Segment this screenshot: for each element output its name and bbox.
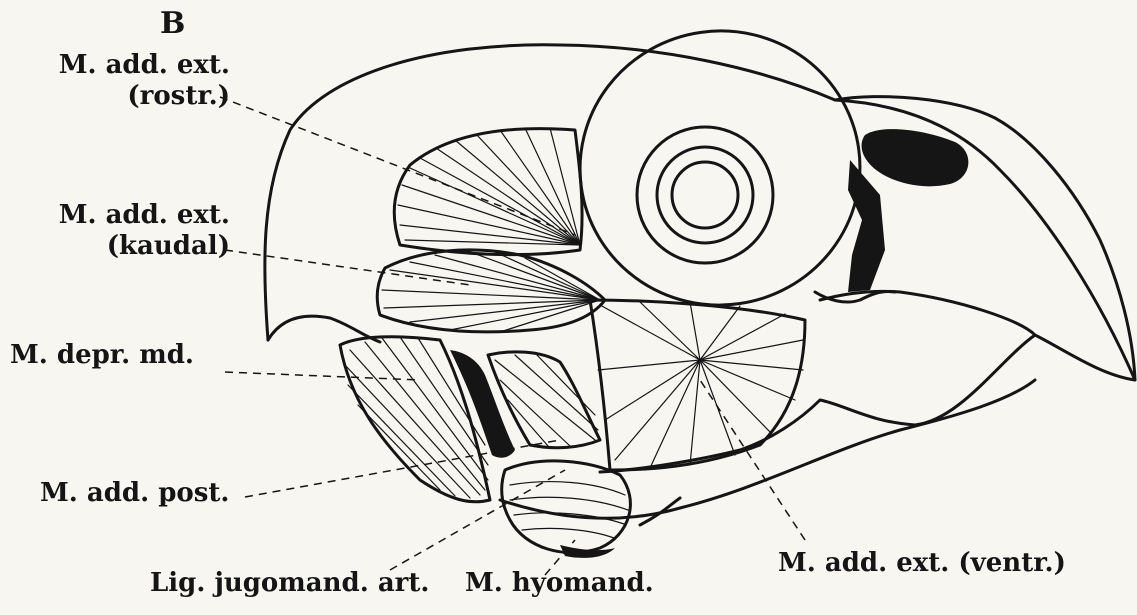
- panel-letter: B: [160, 8, 185, 39]
- label-add-ext-kaudal: M. add. ext. (kaudal): [25, 200, 230, 262]
- beak-base-texture: [848, 160, 885, 292]
- pupil-ring: [672, 162, 738, 228]
- label-add-ext-rostr: M. add. ext. (rostr.): [30, 50, 230, 112]
- label-add-ext-rostr-line2: (rostr.): [30, 81, 230, 112]
- label-add-ext-kaudal-line2: (kaudal): [25, 231, 230, 262]
- muscle-add-ext-ventr-fibers: [598, 302, 803, 468]
- muscle-add-ext-kaudal-fibers: [382, 250, 600, 332]
- label-add-ext-ventr: M. add. ext. (ventr.): [778, 548, 1066, 579]
- skull-outline: [265, 45, 1135, 472]
- beak-gape-line: [820, 291, 1035, 335]
- lower-jaw-tip: [640, 498, 680, 525]
- leader-add-ext-kaudal: [225, 250, 470, 285]
- label-add-ext-rostr-line1: M. add. ext.: [30, 50, 230, 81]
- muscle-add-ext-rostr-fibers: [398, 128, 580, 245]
- cere-nostril: [862, 129, 969, 186]
- label-lig-jugomand: Lig. jugomand. art.: [150, 568, 429, 599]
- label-add-post: M. add. post.: [40, 478, 229, 509]
- leader-add-ext-rostr: [220, 97, 575, 235]
- muscle-add-post-fibers: [495, 353, 598, 446]
- leader-lig-jugomand: [390, 470, 565, 570]
- label-hyomand: M. hyomand.: [465, 568, 654, 599]
- muscle-hyomand-fibers: [510, 482, 628, 538]
- orbit-outline: [562, 13, 877, 323]
- label-add-ext-kaudal-line1: M. add. ext.: [25, 200, 230, 231]
- jugomand-ligament-shape: [560, 545, 615, 558]
- label-depr-md: M. depr. md.: [10, 340, 194, 371]
